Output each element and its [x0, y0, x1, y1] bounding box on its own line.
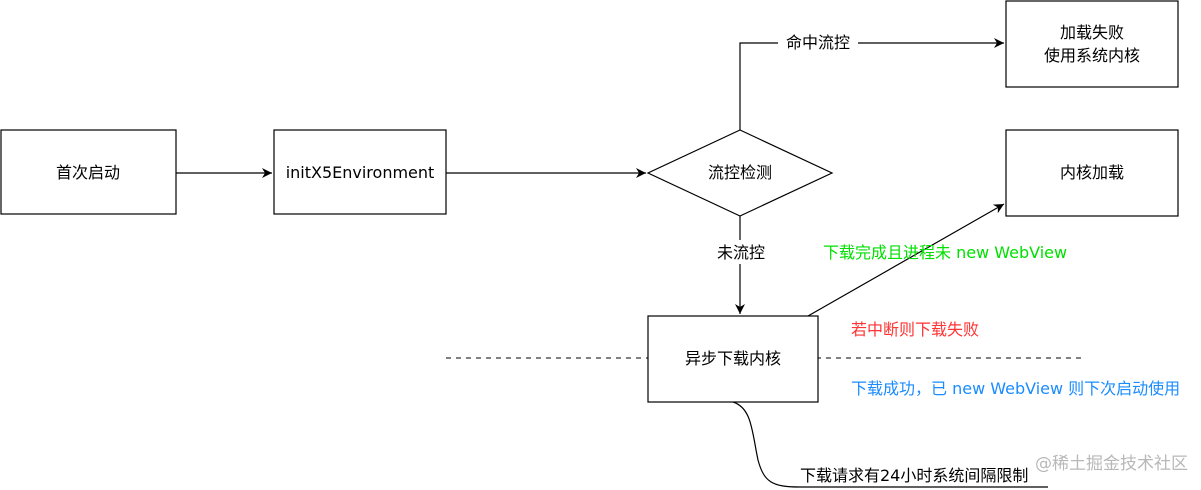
node-async-download-box [647, 315, 819, 403]
node-load-failed-box [1005, 0, 1179, 88]
edge-check-to-failed [739, 38, 1004, 130]
node-async-download: 异步下载内核 [647, 315, 819, 403]
edge-hit-flow-control-label-bg [778, 31, 858, 53]
watermark: @稀土掘金技术社区 [1035, 454, 1188, 474]
node-load-failed: 加载失败 使用系统内核 [1005, 0, 1179, 88]
node-first-launch-label: 首次启动 [56, 163, 120, 182]
edge-no-flow-control-label: 未流控 [717, 243, 765, 262]
node-flow-check: 流控检测 [646, 129, 834, 217]
node-load-failed-label-line1: 加载失败 [1060, 23, 1124, 42]
node-kernel-load-label: 内核加载 [1060, 163, 1124, 182]
note-download-success: 下载成功，已 new WebView 则下次启动使用 [851, 379, 1180, 398]
node-first-launch-box [0, 129, 177, 215]
node-load-failed-label-line2: 使用系统内核 [1044, 46, 1140, 65]
note-download-done: 下载完成且进程未 new WebView [823, 243, 1067, 262]
node-first-launch: 首次启动 [0, 129, 177, 215]
edge-no-flow-control-label-bg [710, 240, 772, 264]
node-async-download-label: 异步下载内核 [685, 349, 781, 368]
edge-download-to-kernel [807, 203, 1005, 317]
edge-hit-flow-control-label: 命中流控 [786, 33, 850, 52]
node-init-environment-box [273, 129, 447, 215]
note-interrupted: 若中断则下载失败 [851, 320, 979, 339]
node-kernel-load-box [1005, 129, 1179, 217]
note-interval-limit: 下载请求有24小时系统间隔限制 [800, 466, 1028, 485]
node-flow-check-label: 流控检测 [708, 163, 772, 182]
node-init-environment-label: initX5Environment [286, 163, 435, 182]
node-init-environment: initX5Environment [273, 129, 447, 215]
interval-limit-connector [732, 401, 1048, 488]
node-kernel-load: 内核加载 [1005, 129, 1179, 217]
